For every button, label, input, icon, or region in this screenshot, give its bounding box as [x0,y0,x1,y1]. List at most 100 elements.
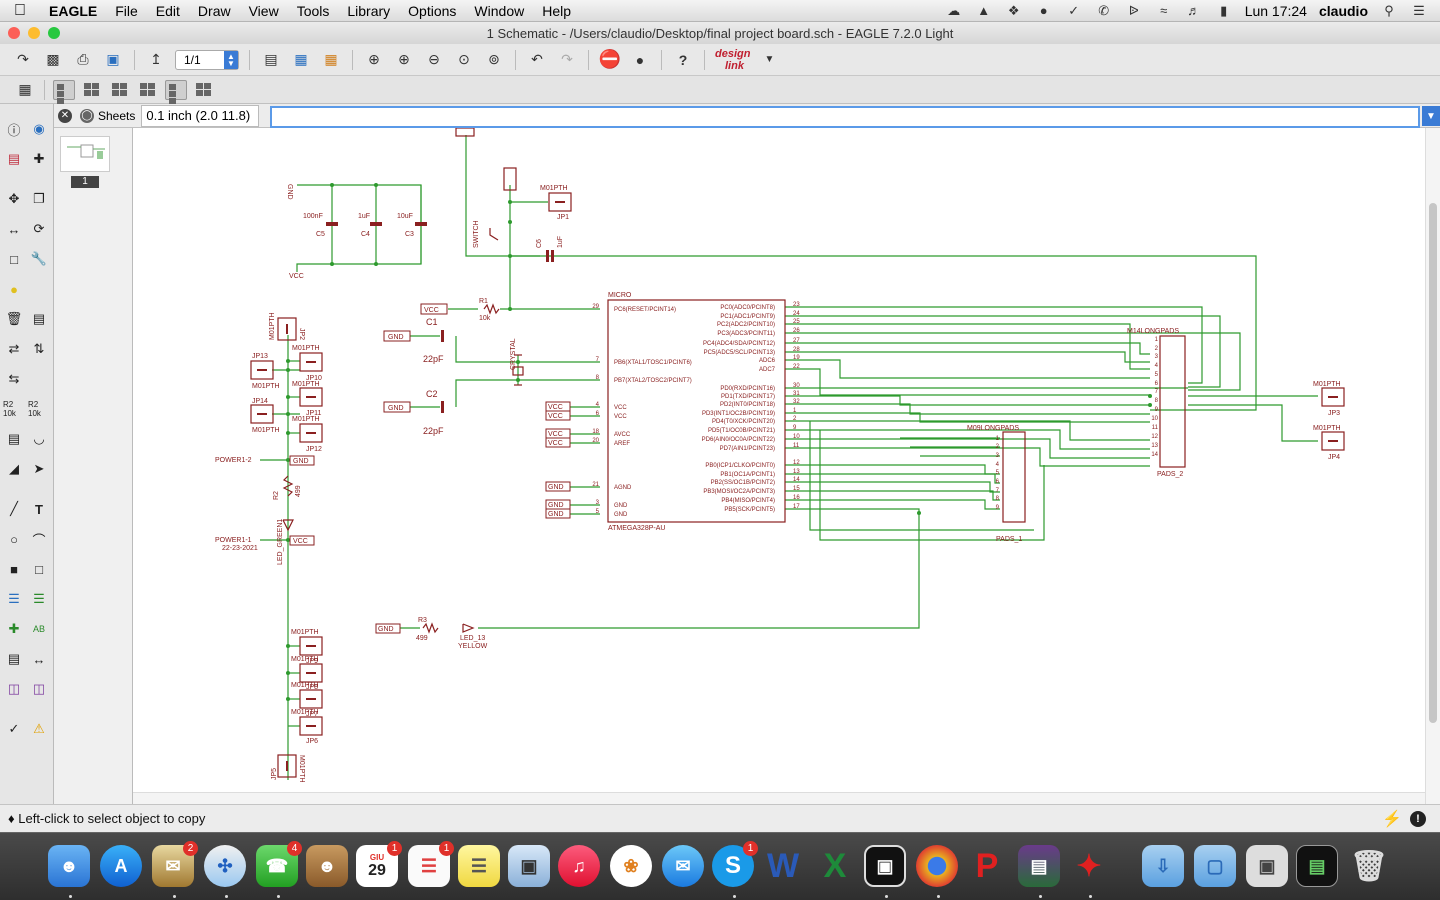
page-stepper[interactable]: ▲▼ [224,50,238,69]
zoom-window-button[interactable] [48,27,60,39]
menu-window[interactable]: Window [474,2,525,19]
finder-icon[interactable]: ☻ [48,845,90,887]
split-icon[interactable]: ◢ [9,461,19,476]
module-icon[interactable]: ◫ [32,681,46,696]
junction-icon[interactable]: ✚ [8,621,20,636]
schematic-canvas[interactable]: GND 100nF 1uF 10uF C5 C4 C3 VCC M01PTH J… [133,128,1425,792]
chrome-icon[interactable] [916,845,958,887]
fritzing-icon[interactable]: ✦ [1076,849,1102,883]
menu-edit[interactable]: Edit [155,2,180,19]
layer-btn-6[interactable] [193,80,215,100]
menu-view[interactable]: View [248,2,279,19]
search-icon[interactable]: ⚲ [1384,2,1394,18]
show-icon[interactable]: ◉ [33,121,45,136]
stop-icon[interactable]: ⛔ [598,49,622,69]
group-icon[interactable]: □ [10,251,18,267]
trash-icon[interactable]: 🗑 [1349,849,1389,883]
bus-icon[interactable]: ☰ [8,591,20,606]
copy-icon[interactable]: ❐ [33,191,45,206]
zoom-fit-icon[interactable]: ⊕ [368,51,380,67]
sheets-toggle[interactable]: ◯Sheets [76,108,135,123]
script-icon[interactable]: ▦ [294,51,308,67]
zoom-select-icon[interactable]: ⊚ [488,51,500,67]
board-icon[interactable]: ▤ [264,51,278,67]
zoom-redraw-icon[interactable]: ⊙ [458,51,470,67]
preview-icon[interactable]: ▣ [508,845,550,887]
vertical-scrollbar[interactable] [1425,128,1440,804]
screenshot-stack-icon[interactable]: ▣ [1246,845,1288,887]
wifi-icon[interactable]: ≈ [1160,3,1168,18]
sheet-thumbnail[interactable] [60,136,110,172]
command-history-dropdown[interactable]: ▼ [1422,106,1440,126]
menu-app[interactable]: EAGLE [49,2,98,19]
photos-icon[interactable]: ❀ [610,845,652,887]
battery-icon[interactable]: ▮ [1220,2,1228,18]
terminal-stack-icon[interactable]: ▤ [1296,845,1338,887]
cloud-icon[interactable]: ☁ [947,2,961,18]
horizontal-scrollbar[interactable] [133,792,1425,804]
menu-library[interactable]: Library [347,2,391,19]
print-icon[interactable]: ⎙ [77,51,89,67]
itunes-icon[interactable]: ♫ [558,845,600,887]
winrar-icon[interactable]: ▤ [1018,845,1060,887]
polygon-icon[interactable]: □ [35,561,43,577]
minimize-window-button[interactable] [28,27,40,39]
drive-icon[interactable]: ▲ [977,3,991,18]
lightning-icon[interactable]: ⚡ [1382,810,1402,828]
messages-icon[interactable]: ✉ [662,845,704,887]
apple-icon[interactable]:  [0,2,40,20]
layer-btn-2[interactable] [81,80,103,100]
ulp-icon[interactable]: ▦ [324,51,338,67]
text-icon[interactable]: T [35,501,43,517]
mirror-icon[interactable]: ↔ [7,221,21,237]
documents-folder-icon[interactable]: ▢ [1194,845,1236,887]
label-icon[interactable]: AB [32,624,45,634]
add-icon[interactable]: ▤ [32,311,46,326]
open-icon[interactable]: ↷ [17,51,29,67]
zoom-out-icon[interactable]: ⊖ [428,51,440,67]
stop-command-icon[interactable]: ! [1410,810,1426,827]
zoom-in-icon[interactable]: ⊕ [398,51,410,67]
safari-icon[interactable]: ✣ [204,845,246,887]
layer-btn-3[interactable] [109,80,131,100]
cam-icon[interactable]: ▣ [106,51,120,67]
rect-icon[interactable]: ■ [10,561,18,577]
menu-options[interactable]: Options [408,2,457,19]
dimension-icon[interactable]: ↔ [32,651,46,667]
app-store-icon[interactable]: A [100,845,142,887]
mail-icon[interactable]: ✉2 [152,841,198,887]
circle-icon[interactable]: ○ [10,531,18,547]
clock[interactable]: Lun 17:24 [1244,2,1307,19]
help-icon[interactable]: ? [678,51,688,68]
close-sheets-icon[interactable]: ✕ [58,108,72,123]
redo-icon[interactable]: ↷ [561,51,573,67]
volume-icon[interactable]: ♬ [1187,3,1201,18]
attribute-icon[interactable]: ▤ [7,651,21,666]
layer-btn-1[interactable] [53,79,75,111]
mark-icon[interactable]: ✚ [33,151,45,166]
sheet-number[interactable]: 1 [71,176,99,188]
miter-icon[interactable]: ◡ [33,431,45,446]
replace-icon[interactable]: ⇅ [33,341,45,356]
menu-draw[interactable]: Draw [197,2,231,19]
layer-btn-4[interactable] [137,80,159,100]
grid-icon[interactable]: ▦ [18,81,32,97]
use-library-icon[interactable]: ↥ [150,51,162,67]
user-name[interactable]: claudio [1318,2,1368,19]
rotate-icon[interactable]: ⟳ [33,221,45,236]
gateswap-icon[interactable]: ⇆ [8,371,20,386]
page-select[interactable]: 1/1 ▲▼ [175,49,239,70]
name-icon[interactable]: R2 10k [3,400,16,418]
vertical-scroll-thumb[interactable] [1429,203,1437,723]
command-input[interactable] [270,106,1420,128]
downloads-folder-icon[interactable]: ⇩ [1142,845,1184,887]
layer-btn-5[interactable] [165,79,187,111]
notes-icon[interactable]: ☰ [458,845,500,887]
menu-help[interactable]: Help [542,2,572,19]
menu-file[interactable]: File [115,2,138,19]
undo-icon[interactable]: ↶ [531,51,543,67]
sync-icon[interactable]: ● [1039,3,1048,18]
